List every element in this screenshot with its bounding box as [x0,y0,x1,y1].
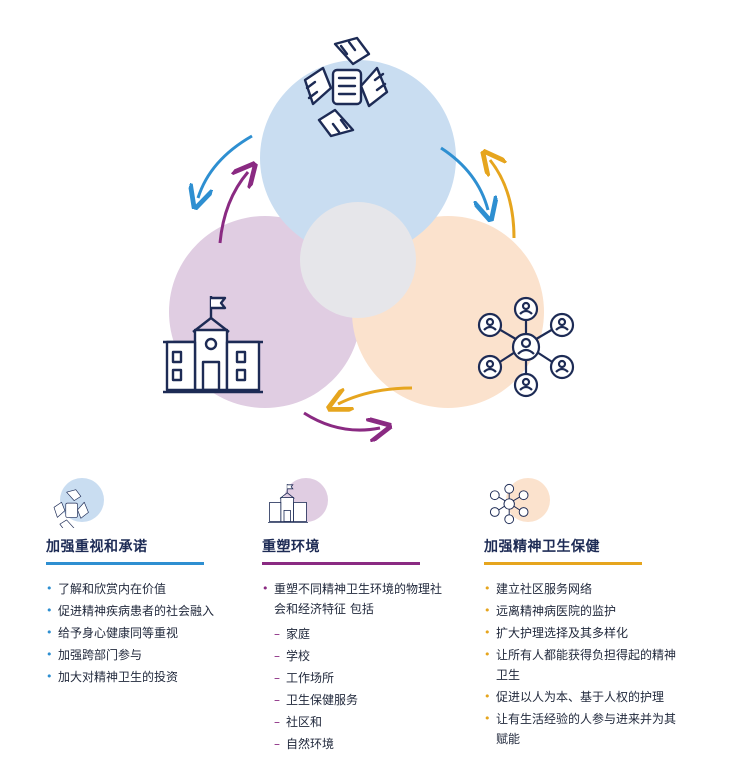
sub-list: 家庭 学校 工作场所 卫生保健服务 社区和 自然环境 [274,623,452,755]
school-building-icon [163,296,263,394]
blue-arrow-left [198,134,253,198]
column-rule [262,562,420,565]
people-network-icon [477,296,575,398]
list-item: 扩大护理选择及其多样化 [484,623,684,643]
list-item: 让有生活经验的人参与进来并为其赋能 [484,709,684,749]
list-item: 让所有人都能获得负担得起的精神卫生 [484,645,684,685]
column-rule [46,562,204,565]
orange-arrow-up [490,160,516,239]
sub-item: 自然环境 [274,733,452,755]
column-care: 加强精神卫生保健 建立社区服务网络 远离精神病医院的监护 扩大护理选择及其多样化… [484,478,684,751]
purple-arrow-up [218,172,248,244]
list-item: 加强跨部门参与 [46,645,226,665]
list-item: 远离精神病医院的监护 [484,601,684,621]
sub-item: 家庭 [274,623,452,645]
column-title: 重塑环境 [262,539,320,555]
sub-item: 学校 [274,645,452,667]
column-list: 了解和欣赏内在价值 促进精神疾病患者的社会融入 给予身心健康同等重视 加强跨部门… [46,579,226,687]
list-item: 促进以人为本、基于人权的护理 [484,687,684,707]
list-item: 重塑不同精神卫生环境的物理社会和经济特征 包括 [262,579,452,619]
purple-arrow-right [303,411,380,430]
sub-item: 卫生保健服务 [274,689,452,711]
column-icon [46,478,116,532]
handshake-icon [303,36,389,138]
column-title: 加强精神卫生保健 [484,539,600,555]
blue-arrow-right [440,146,488,210]
column-rule [484,562,642,565]
list-item: 给予身心健康同等重视 [46,623,226,643]
center-circle [300,202,416,318]
list-item: 加大对精神卫生的投资 [46,667,226,687]
column-title: 加强重视和承诺 [46,539,148,555]
column-icon [262,478,332,528]
sub-item: 社区和 [274,711,452,733]
sub-item: 工作场所 [274,667,452,689]
column-list: 重塑不同精神卫生环境的物理社会和经济特征 包括 [262,579,452,619]
column-commitment: 加强重视和承诺 了解和欣赏内在价值 促进精神疾病患者的社会融入 给予身心健康同等… [46,478,226,689]
column-icon [484,478,554,528]
orange-arrow-left [338,386,413,404]
venn-diagram [163,36,575,470]
list-item: 建立社区服务网络 [484,579,684,599]
list-item: 了解和欣赏内在价值 [46,579,226,599]
column-list: 建立社区服务网络 远离精神病医院的监护 扩大护理选择及其多样化 让所有人都能获得… [484,579,684,749]
column-environment: 重塑环境 重塑不同精神卫生环境的物理社会和经济特征 包括 家庭 学校 工作场所 … [262,478,452,755]
school-building-icon [268,484,309,523]
people-network-icon [489,483,529,525]
list-item: 促进精神疾病患者的社会融入 [46,601,226,621]
blue-circle [260,60,456,256]
